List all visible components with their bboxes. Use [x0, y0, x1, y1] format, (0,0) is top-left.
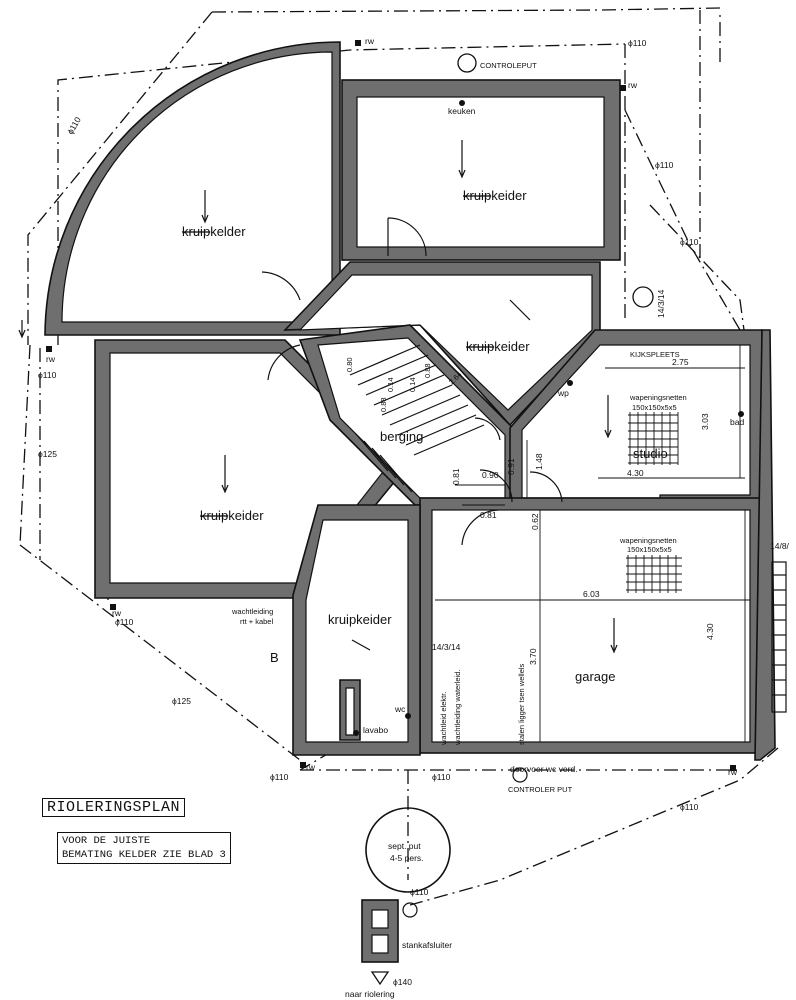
label-wapeningsnetten-2: wapeningsnetten	[619, 536, 677, 545]
label-rw-6: rw	[728, 767, 738, 777]
dim-603: 6.03	[583, 589, 600, 599]
walls	[44, 41, 776, 761]
dim-430a: 4.30	[627, 468, 644, 478]
reinforcement-grid-studio	[628, 412, 679, 465]
room-berging: berging	[380, 429, 423, 444]
pipe-slope-2: 14/3/14	[432, 642, 461, 652]
pipe-slope-1: 14/3/14	[656, 289, 666, 318]
pipe-d110-3: ϕ110	[655, 160, 674, 170]
dim-370: 3.70	[528, 648, 538, 665]
drawing-title: RIOLERINGSPLAN	[42, 798, 186, 817]
outlet-triangle	[370, 971, 390, 986]
label-stalen-ligger: stalen ligger tsen wellels	[517, 663, 526, 745]
note-line-2: BEMATING KELDER ZIE BLAD 3	[62, 849, 226, 861]
dim-014b: 0.14	[408, 377, 417, 392]
drawing-note: VOOR DE JUISTE BEMATING KELDER ZIE BLAD …	[57, 832, 231, 864]
pipe-d110-4: ϕ110	[680, 237, 699, 247]
dim-081a: 0.81	[451, 468, 461, 485]
lavabo-inner	[345, 687, 355, 736]
pipe-d110-7: ϕ110	[270, 772, 289, 782]
label-doorvoer: doorvoer wc verd.	[510, 764, 578, 774]
trap-boxes	[361, 767, 528, 963]
label-rw-4: rw	[112, 608, 122, 618]
label-keuken: keuken	[448, 106, 476, 116]
label-rw-3: rw	[46, 354, 56, 364]
room-kruipkelder-nw: kruipkelder	[182, 224, 246, 239]
room-garage: garage	[575, 669, 615, 684]
pipe-d110-2: ϕ110	[628, 38, 647, 48]
pipe-d125-1: ϕ125	[38, 449, 57, 459]
dim-090: 0.90	[482, 470, 499, 480]
label-wapeningsnetten-1b: 150x150x5x5	[632, 403, 677, 412]
dim-430b: 4.30	[705, 623, 715, 640]
site-boundary	[19, 7, 779, 906]
rainwater-pit-circle	[632, 286, 654, 308]
label-sept-put-1: sept. put	[388, 841, 421, 851]
room-kruipkeider-sw: kruipkeider	[328, 612, 392, 627]
label-bad: bad	[730, 417, 744, 427]
slope-arrows	[18, 140, 618, 654]
pipe-d110-8: ϕ110	[432, 772, 451, 782]
room-kruipkeider-north: kruipkeider	[463, 188, 527, 203]
pipe-d140: ϕ140	[393, 977, 412, 987]
pipe-d110-10: ϕ110	[680, 802, 699, 812]
dimension-lines	[435, 345, 750, 742]
label-naar-riolering: naar riolering	[345, 989, 395, 999]
dim-014a: 0.14	[386, 377, 395, 392]
label-rw-1: rw	[365, 36, 375, 46]
dim-148: 1.48	[534, 453, 544, 470]
pipe-d110-1: ϕ110	[65, 115, 83, 136]
dim-080: 0.80	[345, 357, 354, 372]
dim-275: 2.75	[672, 357, 689, 367]
label-controleput-2: CONTROLER PUT	[508, 785, 573, 794]
pipe-d110-6: ϕ110	[115, 617, 134, 627]
label-wachtleiding-rtt: wachtleiding	[231, 607, 273, 616]
label-lavabo: lavabo	[363, 725, 388, 735]
dim-062: 0.62	[530, 513, 540, 530]
label-wachtleiding-elektr: wachtleid elektr.	[439, 692, 448, 746]
septic-tank	[365, 807, 451, 893]
label-sept-put-2: 4-5 pers.	[390, 853, 424, 863]
room-kruipkeider-center: kruipkeider	[466, 339, 530, 354]
pipe-d125-2: ϕ125	[172, 696, 191, 706]
pipe-d110-9: ϕ110	[410, 887, 429, 897]
label-wapeningsnetten-1: wapeningsnetten	[629, 393, 687, 402]
pipe-d110-5: ϕ110	[38, 370, 57, 380]
label-section-b: B	[270, 650, 279, 665]
dim-091: 0.91	[506, 458, 516, 475]
stair-treads	[349, 344, 485, 493]
room-studio: studio	[633, 446, 668, 461]
pipe-slope-3: 14/8/	[770, 541, 790, 551]
drain-points	[46, 40, 744, 771]
dim-088a: 0.88	[423, 363, 432, 378]
label-wp: wp	[557, 388, 569, 398]
reinforcement-grid-garage	[626, 555, 682, 593]
dim-088b: 0.88	[379, 397, 388, 412]
label-rw-5: rw	[306, 762, 316, 772]
ramp-hatch	[771, 561, 787, 713]
label-kijkspleet: KIJKSPLEETS	[630, 350, 680, 359]
door-swings	[261, 217, 563, 546]
label-wachtleiding-water: wachtleiding waterleid.	[453, 670, 462, 746]
note-line-1: VOOR DE JUISTE	[62, 835, 151, 847]
controleput-circle	[457, 53, 477, 73]
label-wachtleiding-rtt-2: rtt + kabel	[240, 617, 273, 626]
label-rw-2: rw	[628, 80, 638, 90]
dim-081b: 0.81	[480, 510, 497, 520]
label-wc: wc	[394, 704, 406, 714]
label-stankafsluiter: stankafsluiter	[402, 940, 452, 950]
label-wapeningsnetten-2b: 150x150x5x5	[627, 545, 672, 554]
room-kruipkeider-west: kruipkeider	[200, 508, 264, 523]
dim-303: 3.03	[700, 413, 710, 430]
label-controleput: CONTROLEPUT	[480, 61, 537, 70]
